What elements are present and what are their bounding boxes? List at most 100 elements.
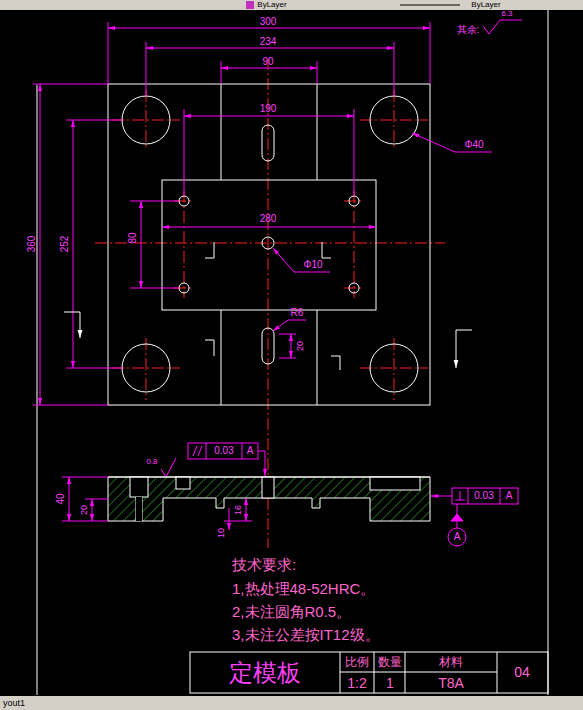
drawing-line	[279, 334, 296, 335]
dimension-text: 10	[217, 528, 226, 538]
drawing-line	[246, 498, 247, 521]
part-name: 定模板	[229, 661, 301, 685]
datum-reference: A	[506, 491, 513, 501]
datum-reference: A	[247, 446, 254, 456]
table-cell: T8A	[438, 676, 464, 690]
layer-name: ByLayer	[471, 1, 500, 9]
drawing-circle	[448, 528, 466, 546]
drawing-line	[130, 288, 179, 289]
dimension-text: 20	[296, 341, 305, 351]
note-heading: 技术要求:	[232, 557, 296, 572]
drawing-line	[184, 191, 185, 298]
drawing-polyline	[412, 133, 492, 152]
drawing-polyline	[258, 451, 265, 476]
drawing-line	[242, 443, 243, 459]
dimension-text: 90	[262, 57, 273, 67]
drawing-line	[317, 61, 318, 84]
dimension-text: R6	[291, 308, 304, 318]
drawing-line	[108, 22, 109, 84]
drawing-line	[500, 488, 501, 504]
dimension-text: 20	[80, 505, 89, 515]
dimension-text: 40	[56, 493, 66, 504]
drawing-line	[279, 358, 296, 359]
drawing-line	[108, 477, 430, 478]
drawing-line	[221, 68, 317, 69]
table-header: 数量	[378, 656, 402, 668]
drawing-line	[66, 368, 122, 369]
drawing-line	[456, 330, 457, 368]
layer-swatch	[246, 1, 254, 9]
dimension-text: 16	[234, 505, 243, 515]
drawing-line	[33, 405, 108, 406]
drawing-circle	[179, 196, 189, 206]
drawing-line	[291, 334, 292, 358]
dimension-text: 234	[260, 37, 277, 47]
drawing-line	[92, 499, 93, 521]
drawing-rect	[176, 477, 190, 489]
drawing-line	[85, 499, 108, 500]
drawing-rect	[190, 652, 548, 693]
drawing-line	[146, 48, 394, 49]
drawing-polyline	[161, 458, 176, 477]
dimension-text: 300	[260, 17, 277, 27]
drawing-polyline	[322, 242, 331, 258]
drawing-line	[73, 120, 74, 368]
toolbar-band	[0, 0, 583, 10]
technical-note: 2,未注圆角R0.5。	[232, 604, 351, 619]
drawing-polyline	[273, 320, 306, 331]
drawing-line	[66, 120, 122, 121]
centerlines	[95, 58, 445, 548]
drawing-line	[460, 491, 461, 500]
drawing-circle	[122, 344, 170, 392]
drawing-polygon	[108, 477, 430, 521]
drawing-line	[184, 116, 354, 117]
drawing-circle	[370, 344, 418, 392]
roughness-value: 6.3	[501, 10, 512, 18]
drawing-line	[80, 312, 81, 338]
title-block	[190, 652, 548, 693]
table-cell: 1:2	[347, 676, 366, 690]
drawing-line	[193, 446, 197, 456]
drawing-line	[184, 109, 185, 196]
drawing-line	[317, 310, 318, 405]
drawing-rect	[130, 477, 148, 497]
drawing-line	[141, 201, 142, 288]
dimension-text: 190	[260, 104, 277, 114]
roughness-note: 其余:	[457, 25, 480, 35]
drawing-polyline	[205, 340, 214, 356]
plan-view	[108, 84, 430, 405]
drawing-line	[468, 488, 469, 504]
roughness-value: 0.8	[146, 458, 157, 466]
table-header: 比例	[345, 656, 369, 668]
drawing-line	[221, 310, 222, 405]
technical-note: 3,未注公差按IT12级。	[232, 627, 380, 642]
drawing-line	[394, 90, 395, 150]
drawing-circle	[262, 237, 274, 249]
sheet-frame	[37, 10, 548, 695]
drawing-line	[130, 201, 179, 202]
drawing-line	[69, 477, 70, 521]
tolerance-value: 0.03	[474, 491, 493, 501]
dimension-text: 280	[260, 214, 277, 224]
layout-tab-band	[0, 696, 583, 710]
linetype-sample	[400, 5, 460, 6]
drawing-line	[108, 28, 430, 29]
dimension-text: Φ10	[303, 260, 322, 270]
drawing-number: 04	[514, 665, 530, 679]
table-cell: 1	[386, 676, 394, 690]
drawing-circle	[370, 96, 418, 144]
drawing-polyline	[483, 20, 522, 34]
drawing-rect	[262, 328, 274, 364]
drawing-line	[221, 84, 222, 180]
drawing-line	[548, 10, 549, 695]
dimension-text: Φ40	[464, 140, 483, 150]
drawing-line	[268, 58, 269, 548]
drawing-line	[431, 496, 452, 497]
drawing-circle	[179, 283, 189, 293]
drawing-line	[40, 84, 41, 405]
drawing-rect	[108, 84, 430, 405]
drawing-rect	[162, 180, 376, 310]
section-dimensions	[62, 443, 518, 546]
drawing-line	[146, 338, 147, 400]
drawing-polygon	[451, 514, 463, 521]
